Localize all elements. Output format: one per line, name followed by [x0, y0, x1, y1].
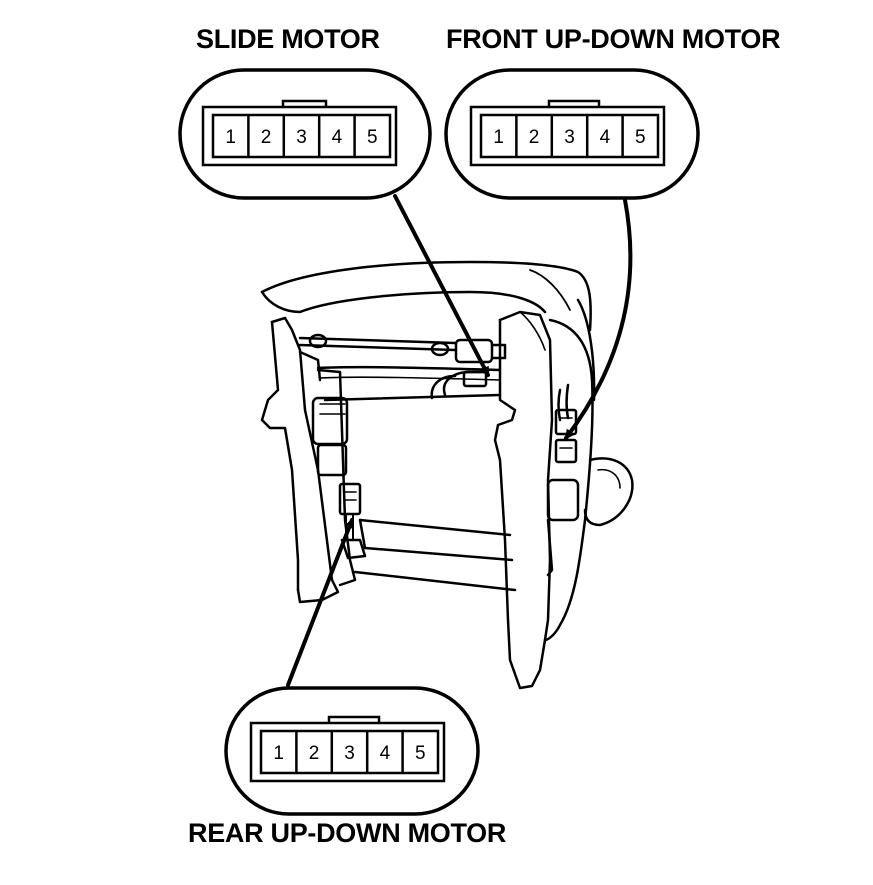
- slide-motor-pin: 2: [261, 127, 272, 148]
- seat-frame-illustration: [260, 260, 634, 690]
- slide-motor-pin: 1: [225, 127, 236, 148]
- slide-motor-pin: 3: [296, 127, 307, 148]
- slide-motor-pin: 5: [367, 127, 378, 148]
- front-up-down-motor-pin: 5: [635, 127, 646, 148]
- rear-up-down-motor-pin: 1: [273, 743, 284, 764]
- rear-up-down-motor-label: REAR UP-DOWN MOTOR: [188, 818, 507, 848]
- rear-up-down-motor-pin: 4: [380, 743, 391, 764]
- leader-arrows: [286, 194, 633, 687]
- front-up-down-motor-label: FRONT UP-DOWN MOTOR: [446, 24, 781, 54]
- slide-motor-pin: 4: [332, 127, 343, 148]
- rear-up-down-motor-arrow: [286, 518, 354, 687]
- front-up-down-motor-pin: 2: [529, 127, 540, 148]
- slide-motor-arrow: [393, 194, 490, 377]
- front-up-down-motor-pin: 1: [493, 127, 504, 148]
- front-up-down-motor-pin: 3: [564, 127, 575, 148]
- rear-up-down-motor-pin: 5: [415, 743, 426, 764]
- front-up-down-motor-pin: 4: [600, 127, 611, 148]
- slide-motor-label: SLIDE MOTOR: [196, 24, 380, 54]
- rear-up-down-motor-connector-outline: [224, 686, 480, 816]
- slide-motor-connector: 1 2 3 4 5: [178, 68, 432, 200]
- rear-up-down-motor-connector: 1 2 3 4 5: [224, 686, 480, 816]
- front-up-down-motor-arrow: [564, 198, 633, 440]
- front-up-down-motor-connector: 1 2 3 4 5: [444, 68, 700, 200]
- rear-up-down-motor-pin: 2: [309, 743, 320, 764]
- rear-up-down-motor-pin: 3: [344, 743, 355, 764]
